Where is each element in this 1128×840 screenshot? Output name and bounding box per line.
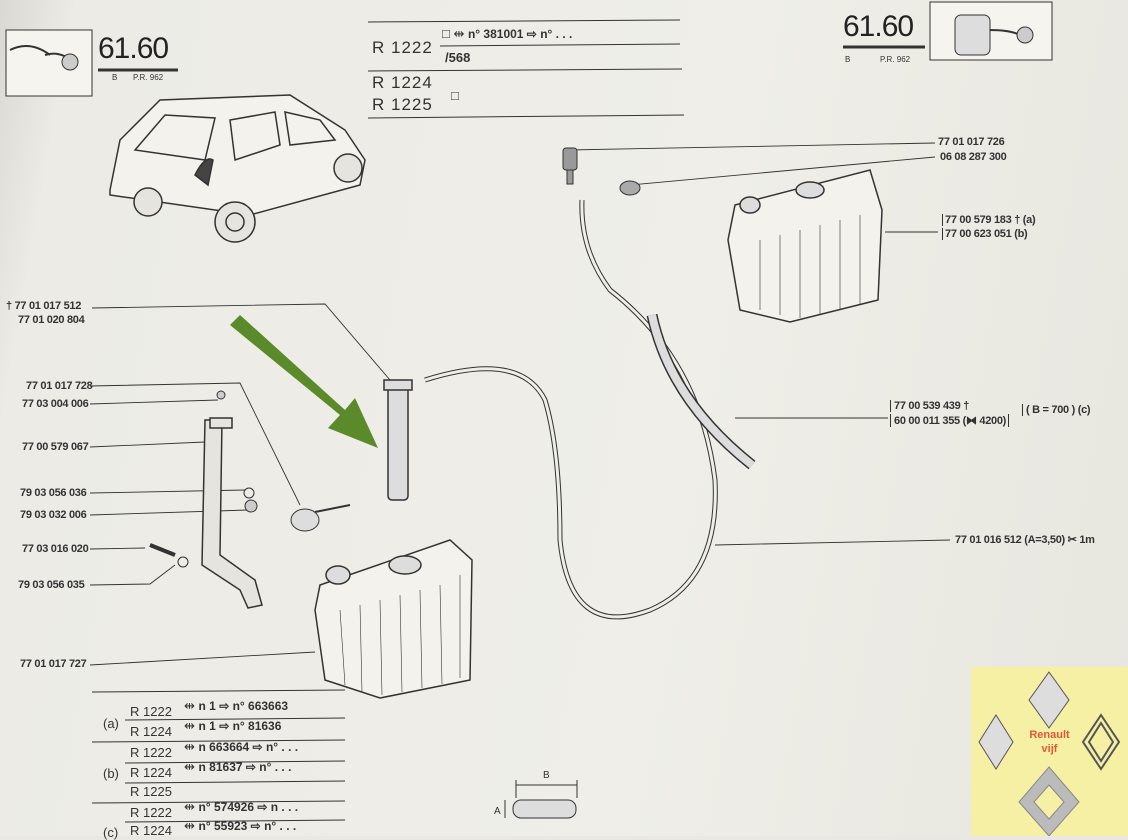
dimension-b-label: B [543, 770, 550, 781]
serial-suffix: /568 [445, 50, 471, 65]
part-number: † 77 01 017 512 [6, 300, 82, 312]
table-rule [367, 114, 685, 119]
nut-part [244, 499, 258, 513]
part-number: 77 01 017 728 [26, 380, 93, 392]
pr-number-right: P.R. 962 [880, 55, 911, 64]
car-illustration [109, 94, 366, 243]
variant-range-text: n 1 ⇨ n° 663663 [198, 699, 289, 713]
variant-model: R 1222 [130, 805, 172, 820]
variant-range: ⇹ n 81637 ⇨ n° . . . [184, 759, 292, 774]
logo-text-vijf: vijf [1041, 743, 1058, 755]
variant-range-text: n 663664 ⇨ n° . . . [198, 740, 299, 754]
part-number: 77 00 579 067 [22, 441, 89, 453]
part-number: 77 00 579 183 † (a) [942, 214, 1036, 226]
green-arrow-icon [230, 315, 378, 448]
renault-diamond-icons [978, 671, 1121, 836]
part-number: 77 03 016 020 [22, 543, 89, 555]
variant-model: R 1222 [130, 745, 172, 760]
table-rule [367, 19, 681, 23]
variant-range: ⇹ n 663664 ⇨ n° . . . [184, 739, 299, 754]
logo-text-renault: Renault [1029, 729, 1070, 741]
part-number: 77 01 016 512 (A=3,50) ✂ 1m [955, 534, 1095, 546]
leader-lines [89, 142, 951, 666]
bolt-part [149, 543, 189, 568]
part-number: 77 01 017 726 [938, 136, 1005, 148]
washer-part [243, 487, 255, 499]
section-sub-right: B [845, 55, 851, 64]
section-number-right: 61.60 [843, 10, 914, 43]
part-number: 77 00 539 439 † [890, 400, 969, 412]
part-number: 79 03 056 035 [18, 579, 85, 591]
model-r1225: R 1225 [372, 95, 433, 114]
section-sub-left: B [112, 73, 118, 82]
part-number: 60 00 011 355 (⧓ 4200) [890, 414, 1010, 427]
variant-model: R 1224 [130, 765, 172, 780]
part-number: 77 00 623 051 (b) [942, 228, 1028, 240]
table-rule [367, 68, 683, 72]
reservoir-small [727, 169, 883, 323]
variant-range-text: n 1 ⇨ n° 81636 [198, 719, 282, 733]
dimension-sketch [504, 780, 578, 819]
part-number: 79 03 032 006 [20, 509, 87, 521]
cap-part [290, 504, 351, 532]
thumbnail-left-icon [5, 29, 93, 97]
variant-range: ⇹ n° 55923 ⇨ n° . . . [184, 818, 297, 833]
filler-hose-part [646, 313, 756, 470]
screw-part [216, 390, 226, 400]
pr-number-left: P.R. 962 [133, 73, 164, 82]
checkbox-icon: □ [451, 88, 459, 103]
reservoir-large [314, 539, 473, 699]
renault-vijf-logo: Renault vijf [971, 667, 1128, 836]
variant-group-c: (c) [103, 825, 119, 840]
grommet-part [619, 180, 641, 196]
model-r1222: R 1222 [372, 38, 433, 57]
variant-range-text: n 81637 ⇨ n° . . . [198, 760, 292, 774]
jet-part [562, 147, 578, 185]
variant-model: R 1222 [130, 704, 172, 719]
serial-range: □ ⇹ n° 381001 ⇨ n° . . . [442, 26, 573, 41]
part-number: 77 01 017 727 [20, 658, 87, 670]
part-number: 77 03 004 006 [22, 398, 89, 410]
variant-group-a: (a) [103, 716, 119, 731]
variant-model: R 1224 [130, 724, 172, 739]
thumbnail-right-icon [929, 1, 1053, 61]
hose-part [424, 199, 718, 620]
table-rule [439, 43, 681, 47]
variant-range: ⇹ n° 574926 ⇨ n . . . [184, 799, 299, 814]
part-number: 06 08 287 300 [940, 151, 1007, 163]
hose-length-note: ( B = 700 ) (c) [1022, 404, 1091, 416]
model-r1224: R 1224 [372, 73, 433, 92]
variant-range: ⇹ n 1 ⇨ n° 81636 [184, 718, 282, 733]
pump-part [383, 379, 413, 501]
variant-model: R 1224 [130, 823, 172, 838]
variant-range-text: n° 55923 ⇨ n° . . . [198, 819, 297, 833]
variant-range: ⇹ n 1 ⇨ n° 663663 [184, 698, 289, 713]
variant-table-rules [91, 689, 346, 823]
variant-group-b: (b) [103, 766, 119, 781]
variant-range-text: n° 574926 ⇨ n . . . [198, 800, 299, 814]
section-number-left: 61.60 [98, 32, 169, 65]
part-number: 79 03 056 036 [20, 487, 87, 499]
dimension-a-label: A [494, 806, 501, 817]
variant-model: R 1225 [130, 784, 172, 799]
bracket-part [201, 417, 263, 609]
serial-range-text: n° 381001 ⇨ n° . . . [467, 27, 573, 41]
part-number: 77 01 020 804 [18, 314, 85, 326]
